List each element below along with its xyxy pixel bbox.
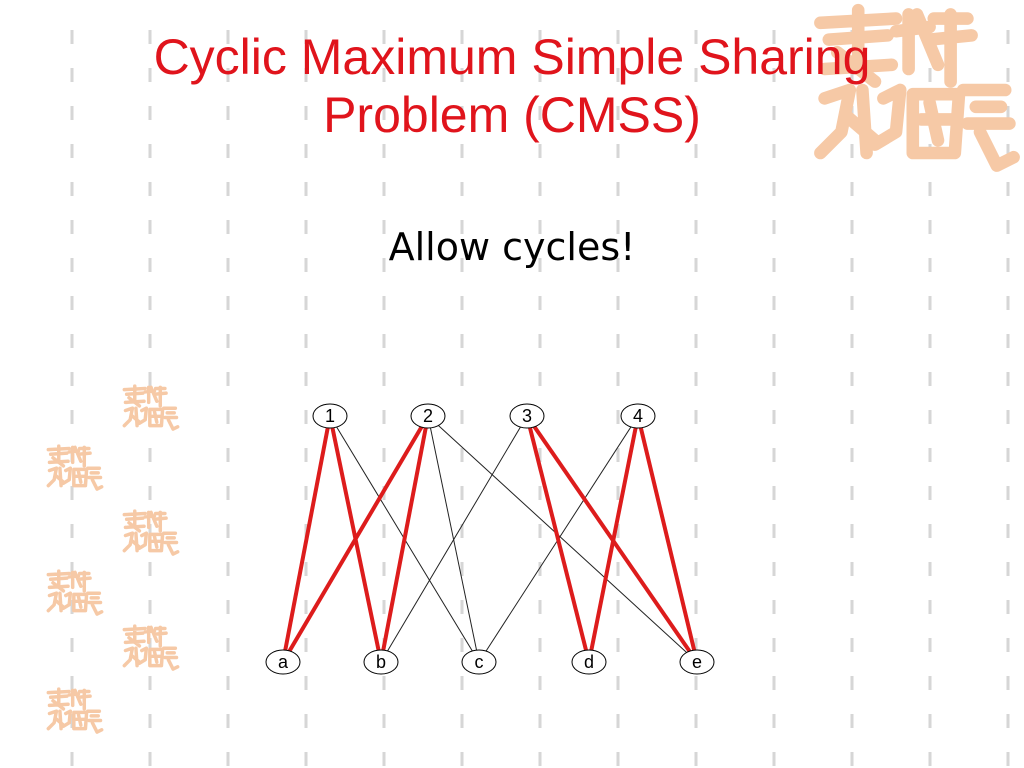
slide-title: Cyclic Maximum Simple Sharing Problem (C… [0, 28, 1024, 144]
edge-2-b [379, 415, 430, 663]
edge-4-e [636, 415, 699, 663]
node-label-4: 4 [633, 406, 643, 426]
node-label-a: a [278, 652, 289, 672]
title-line-2: Problem (CMSS) [323, 87, 701, 143]
node-label-c: c [475, 652, 484, 672]
node-c: c [461, 649, 497, 675]
slide-subtitle: Allow cycles! [388, 225, 636, 269]
edge-3-b [380, 415, 528, 663]
node-b: b [363, 649, 399, 675]
node-label-e: e [692, 652, 702, 672]
node-3: 3 [509, 403, 545, 429]
seal-small-5 [122, 624, 180, 671]
node-1: 1 [312, 403, 348, 429]
node-label-1: 1 [325, 406, 335, 426]
seal-large [814, 3, 1020, 172]
edge-2-e [427, 415, 698, 663]
node-d: d [571, 649, 607, 675]
graph-nodes: 1 2 3 4 a b c d e [265, 403, 715, 675]
node-label-2: 2 [423, 406, 433, 426]
node-2: 2 [410, 403, 446, 429]
seal-small-4 [46, 569, 104, 616]
node-a: a [265, 649, 301, 675]
thin-edges [329, 415, 698, 663]
node-label-b: b [376, 652, 386, 672]
node-label-d: d [584, 652, 594, 672]
seal-small-2 [46, 444, 104, 491]
title-line-1: Cyclic Maximum Simple Sharing [153, 29, 871, 85]
seal-small-3 [122, 509, 180, 556]
node-4: 4 [620, 403, 656, 429]
edge-1-a [281, 415, 332, 663]
highlighted-edges [281, 414, 699, 664]
seal-small-6 [46, 687, 104, 734]
edge-4-d [587, 415, 640, 663]
edge-3-d [525, 415, 591, 663]
node-label-3: 3 [522, 406, 532, 426]
seal-decorations [46, 3, 1020, 734]
edge-2-a [281, 414, 430, 664]
node-e: e [679, 649, 715, 675]
seal-small-1 [122, 384, 180, 431]
